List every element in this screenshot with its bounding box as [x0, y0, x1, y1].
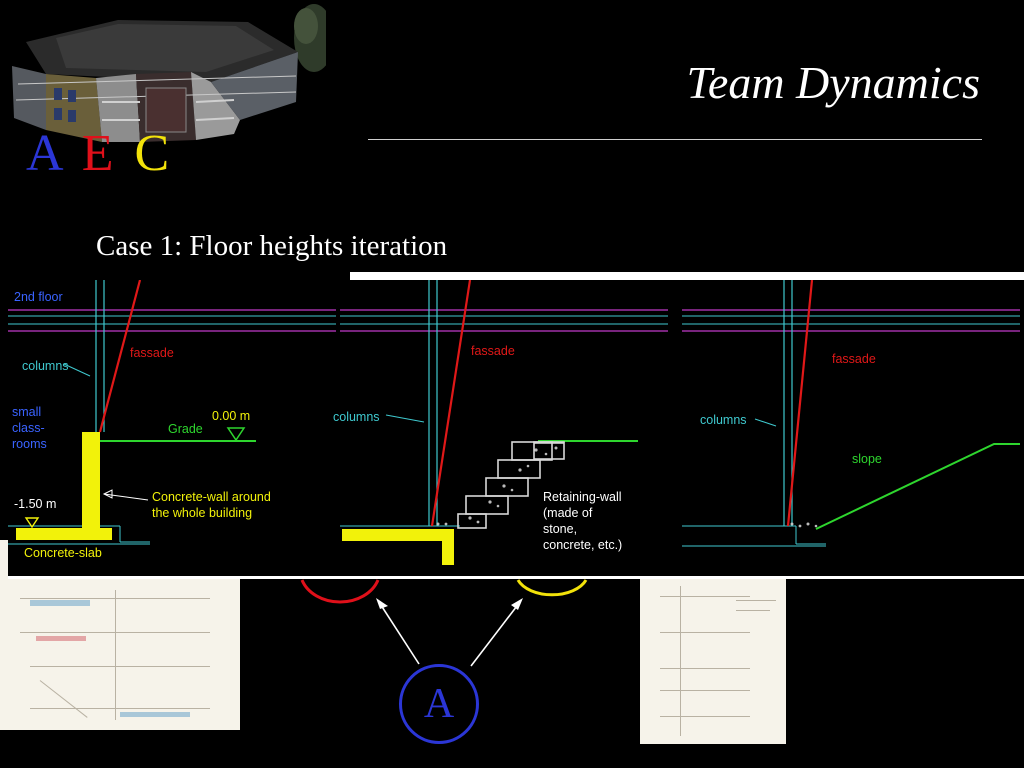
logo-letter-a: A — [26, 125, 65, 182]
concrete-slab-2 — [342, 529, 446, 541]
building-roof — [26, 20, 298, 82]
section-panel-2: fassade columns Retaining-wall (made of … — [333, 280, 668, 565]
label-fassade-2: fassade — [471, 344, 515, 358]
label-retaining-3: stone, — [543, 522, 577, 536]
label-slab: Concrete-slab — [24, 546, 102, 560]
retaining-wall-blocks — [457, 441, 565, 529]
red-circle — [300, 579, 380, 604]
label-class: class- — [12, 421, 45, 435]
section-panel-1: 2nd floor columns fassade small class- r… — [8, 280, 336, 560]
node-a: A — [399, 664, 479, 744]
arrow-to-red — [376, 598, 420, 665]
label-slope: slope — [852, 452, 882, 466]
label-small: small — [12, 405, 41, 419]
label-fassade-1: fassade — [130, 346, 174, 360]
relationship-diagram — [300, 579, 588, 667]
label-grade: Grade — [168, 422, 203, 436]
strip-bottom-border — [8, 576, 1024, 579]
fassade-line — [98, 280, 142, 433]
label-elevation-slab: -1.50 m — [14, 497, 56, 511]
slab-marker-icon — [24, 517, 40, 529]
building-facade — [12, 52, 298, 142]
slide-subtitle: Case 1: Floor heights iteration — [96, 230, 448, 262]
label-elevation-grade: 0.00 m — [212, 409, 250, 423]
section-drawings: 2nd floor columns fassade small class- r… — [8, 280, 1020, 565]
yellow-circle — [516, 579, 588, 597]
tree — [294, 4, 326, 72]
wall-pointer-icon — [102, 489, 113, 499]
label-rooms: rooms — [12, 437, 47, 451]
label-fassade-3: fassade — [832, 352, 876, 366]
title-divider — [368, 139, 982, 140]
logo-letter-c: C — [134, 125, 174, 182]
concrete-wall-2 — [442, 529, 454, 565]
building-illustration — [12, 4, 326, 142]
arrow-to-yellow — [470, 598, 523, 667]
label-columns-2: columns — [333, 410, 380, 424]
label-2nd-floor: 2nd floor — [14, 290, 63, 304]
fassade-line-3 — [786, 280, 814, 527]
slope-line — [815, 443, 1020, 530]
aec-logo: A E C — [26, 124, 173, 183]
concrete-wall — [82, 432, 100, 530]
logo-letter-e: E — [81, 125, 118, 182]
label-retaining-2: (made of — [543, 506, 593, 520]
label-wall-1: Concrete-wall around — [152, 490, 271, 504]
section-strip — [8, 280, 1024, 576]
slide-title: Team Dynamics — [686, 57, 980, 108]
grade-marker-icon — [226, 427, 246, 442]
label-retaining-4: concrete, etc.) — [543, 538, 622, 552]
label-retaining-1: Retaining-wall — [543, 490, 622, 504]
label-columns-1: columns — [22, 359, 69, 373]
strip-top-border — [350, 272, 1024, 280]
fassade-line-2 — [430, 280, 472, 527]
label-columns-3: columns — [700, 413, 747, 427]
label-wall-2: the whole building — [152, 506, 252, 520]
section-panel-3: fassade columns slope — [682, 280, 1020, 547]
concrete-slab — [16, 528, 112, 540]
